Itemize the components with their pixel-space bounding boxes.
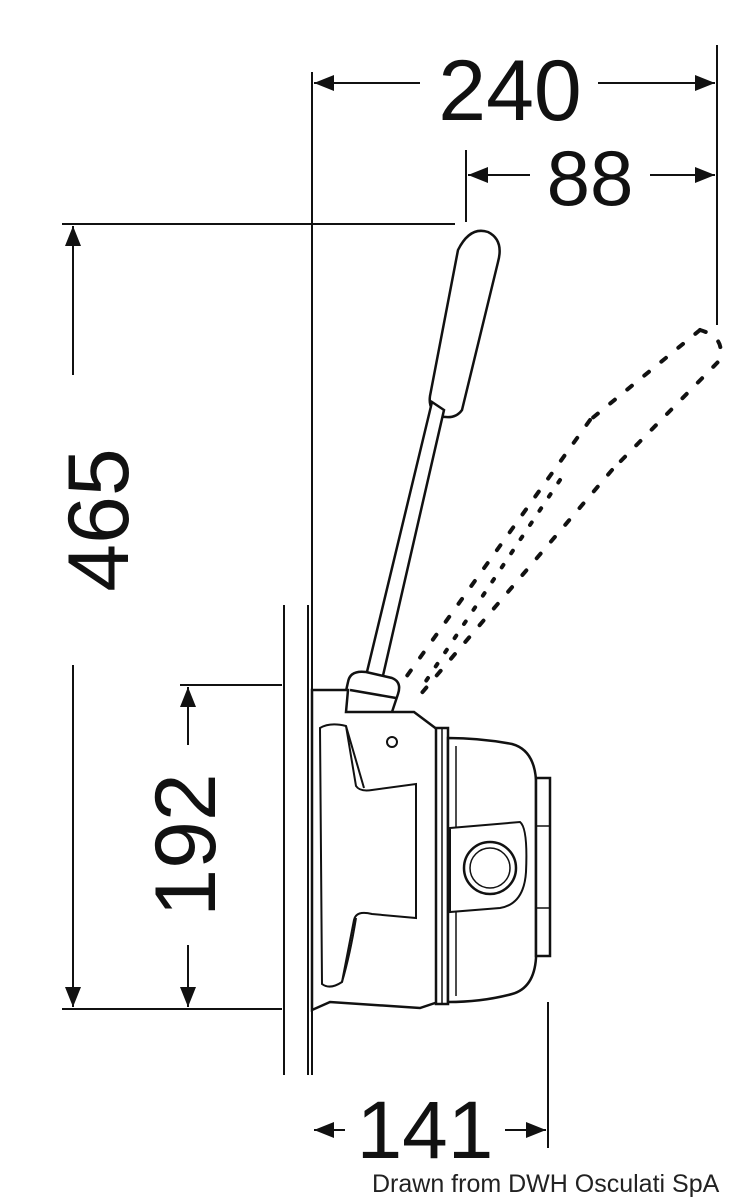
handle-grip: [428, 229, 501, 419]
pump-end-plate: [534, 776, 552, 958]
dimension-handle-offset: 88: [547, 134, 634, 222]
pump-handle: [342, 229, 501, 722]
dimension-overall-height: 465: [51, 448, 147, 592]
dimension-overall-width: 240: [438, 43, 582, 139]
mounting-panel: [283, 605, 309, 1075]
pump-screw: [386, 736, 398, 748]
drawing-credit: Drawn from DWH Osculati SpA: [372, 1170, 720, 1198]
handle-alternate-position: [402, 328, 723, 697]
pump-body: [310, 688, 552, 1012]
pump-rear-housing: [310, 688, 440, 1012]
dimension-body-height: 192: [138, 773, 234, 917]
dimension-body-depth: 141: [357, 1085, 494, 1176]
